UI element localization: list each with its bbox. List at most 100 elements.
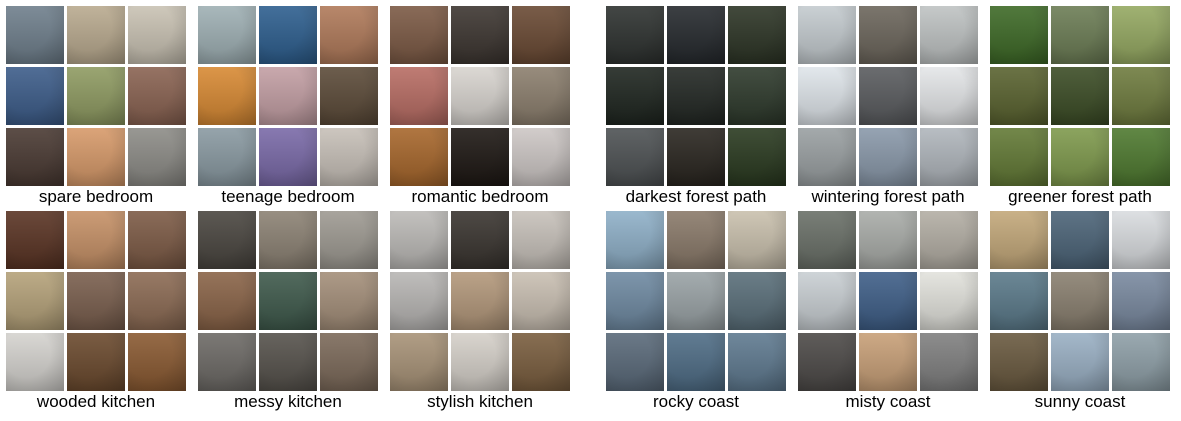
- thumbnail-image: [859, 211, 917, 269]
- thumbnail-image: [920, 211, 978, 269]
- group-caption: wintering forest path: [811, 187, 965, 206]
- thumbnail-image: [67, 211, 125, 269]
- thumbnail-image: [798, 6, 856, 64]
- thumbnail-image: [67, 333, 125, 391]
- thumbnail-image: [128, 211, 186, 269]
- thumbnail-image: [198, 272, 256, 330]
- thumbnail-image: [198, 67, 256, 125]
- group-caption: darkest forest path: [625, 187, 767, 206]
- thumbnail-image: [728, 333, 786, 391]
- thumbnail-image: [606, 272, 664, 330]
- thumbnail-image: [667, 211, 725, 269]
- thumbnail-image: [128, 6, 186, 64]
- thumbnail-image: [390, 67, 448, 125]
- thumbnail-image: [1051, 128, 1109, 186]
- thumbnail-image: [512, 272, 570, 330]
- thumbnail-image: [128, 272, 186, 330]
- thumbnail-image: [67, 6, 125, 64]
- thumbnail-image: [728, 67, 786, 125]
- thumbnail-image: [1051, 67, 1109, 125]
- thumbnail-image: [390, 211, 448, 269]
- thumbnail-image: [606, 211, 664, 269]
- thumbnail-image: [259, 128, 317, 186]
- thumbnail-image: [390, 333, 448, 391]
- thumbnail-image: [320, 272, 378, 330]
- thumbnail-image: [451, 211, 509, 269]
- thumbnail-image: [390, 6, 448, 64]
- thumbnail-image: [606, 67, 664, 125]
- thumbnail-image: [320, 333, 378, 391]
- group-caption: rocky coast: [653, 392, 739, 411]
- group-caption: sunny coast: [1034, 392, 1126, 411]
- thumbnail-image: [798, 128, 856, 186]
- group-caption: greener forest path: [1008, 187, 1152, 206]
- thumbnail-image: [1051, 211, 1109, 269]
- thumbnail-image: [990, 272, 1048, 330]
- thumbnail-grid: [798, 211, 978, 391]
- thumbnail-grid: [6, 6, 186, 186]
- thumbnail-image: [198, 333, 256, 391]
- thumbnail-image: [990, 333, 1048, 391]
- thumbnail-image: [1112, 67, 1170, 125]
- thumbnail-image: [128, 67, 186, 125]
- thumbnail-image: [6, 211, 64, 269]
- thumbnail-image: [512, 6, 570, 64]
- thumbnail-image: [990, 67, 1048, 125]
- thumbnail-image: [728, 6, 786, 64]
- thumbnail-grid: [990, 6, 1170, 186]
- group-caption: romantic bedroom: [411, 187, 549, 206]
- thumbnail-image: [6, 128, 64, 186]
- thumbnail-image: [6, 6, 64, 64]
- thumbnail-grid: [6, 211, 186, 391]
- thumbnail-image: [451, 272, 509, 330]
- thumbnail-image: [390, 272, 448, 330]
- thumbnail-image: [667, 333, 725, 391]
- thumbnail-grid: [198, 6, 378, 186]
- thumbnail-image: [1051, 333, 1109, 391]
- thumbnail-grid: [390, 211, 570, 391]
- thumbnail-image: [512, 128, 570, 186]
- thumbnail-image: [1051, 6, 1109, 64]
- thumbnail-image: [259, 67, 317, 125]
- thumbnail-image: [6, 67, 64, 125]
- right-image-panel: darkest forest path wintering forest path…: [606, 0, 1181, 421]
- thumbnail-image: [667, 67, 725, 125]
- thumbnail-image: [1112, 211, 1170, 269]
- thumbnail-image: [320, 67, 378, 125]
- thumbnail-image: [667, 272, 725, 330]
- thumbnail-image: [6, 272, 64, 330]
- thumbnail-image: [451, 128, 509, 186]
- thumbnail-image: [798, 333, 856, 391]
- thumbnail-image: [667, 128, 725, 186]
- thumbnail-image: [128, 128, 186, 186]
- thumbnail-image: [798, 211, 856, 269]
- thumbnail-image: [512, 333, 570, 391]
- thumbnail-image: [728, 211, 786, 269]
- thumbnail-image: [512, 211, 570, 269]
- thumbnail-grid: [798, 6, 978, 186]
- thumbnail-grid: [606, 211, 786, 391]
- group-caption: messy kitchen: [234, 392, 342, 411]
- thumbnail-image: [259, 211, 317, 269]
- thumbnail-image: [198, 211, 256, 269]
- thumbnail-image: [990, 128, 1048, 186]
- thumbnail-image: [1112, 6, 1170, 64]
- thumbnail-image: [859, 333, 917, 391]
- group-caption: spare bedroom: [38, 187, 154, 206]
- thumbnail-image: [798, 272, 856, 330]
- thumbnail-image: [451, 6, 509, 64]
- thumbnail-image: [67, 128, 125, 186]
- thumbnail-image: [667, 6, 725, 64]
- thumbnail-image: [451, 67, 509, 125]
- thumbnail-grid: [990, 211, 1170, 391]
- thumbnail-image: [198, 128, 256, 186]
- thumbnail-image: [1112, 128, 1170, 186]
- thumbnail-image: [6, 333, 64, 391]
- thumbnail-image: [1051, 272, 1109, 330]
- thumbnail-image: [990, 6, 1048, 64]
- group-caption: misty coast: [845, 392, 931, 411]
- group-caption: stylish kitchen: [427, 392, 533, 411]
- thumbnail-image: [259, 6, 317, 64]
- thumbnail-image: [728, 128, 786, 186]
